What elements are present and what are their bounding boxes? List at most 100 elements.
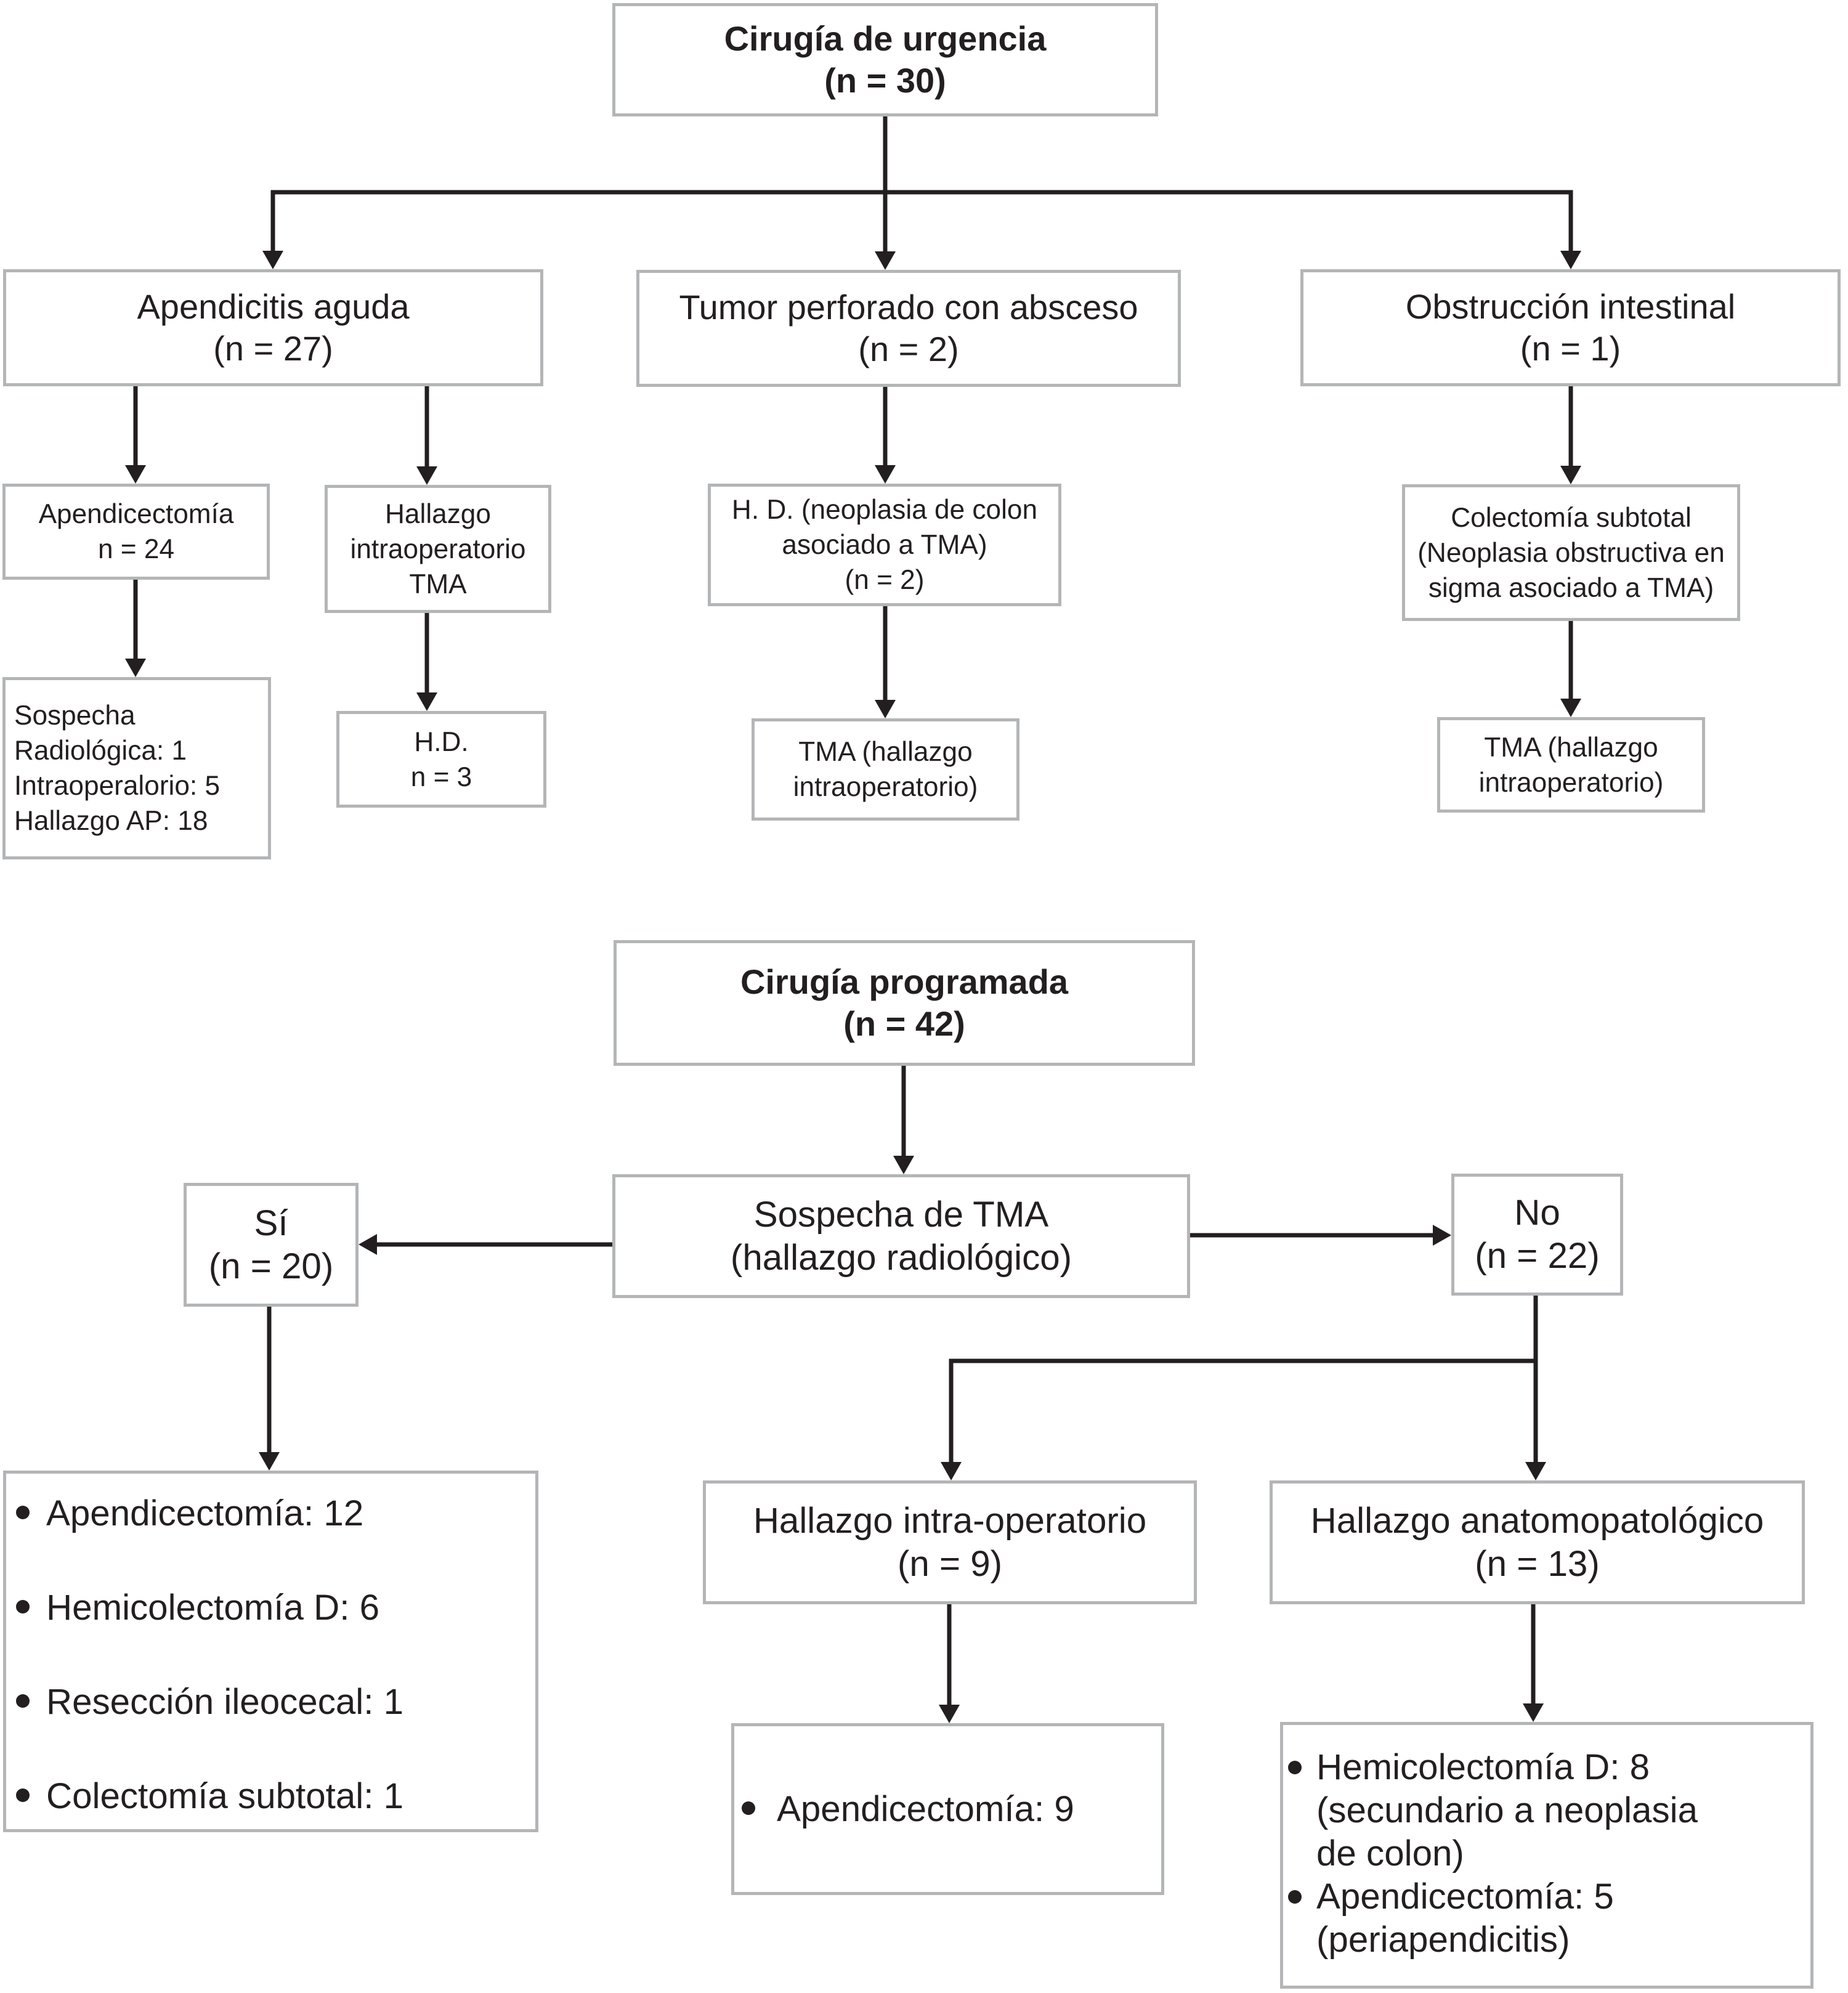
list-item-label: Apendicectomía: 5 xyxy=(1316,1877,1614,1917)
node-line: H.D. xyxy=(414,726,469,757)
node-line: H. D. (neoplasia de colon xyxy=(731,495,1038,525)
node-line: Cirugía programada xyxy=(740,962,1069,1001)
list-item-label: Hemicolectomía D: 6 xyxy=(46,1588,380,1628)
arrowhead-intraop-detalle xyxy=(939,1705,960,1723)
arrowhead-si-detalle xyxy=(259,1452,280,1471)
bullet-icon xyxy=(16,1600,30,1613)
node-sospecha-de-tma: Sospecha de TMA (hallazgo radiológico) xyxy=(612,1174,1190,1298)
node-si: Sí (n = 20) xyxy=(184,1183,359,1307)
node-line: Intraoperalorio: 5 xyxy=(14,771,221,801)
node-line: intraoperatorio) xyxy=(793,772,978,802)
list-item-label: Apendicectomía: 12 xyxy=(46,1493,364,1533)
edge-urgencia-branches xyxy=(270,190,1573,253)
list-item: Apendicectomía: 9 xyxy=(742,1788,1161,1831)
node-sospecha-detalle: Sospecha Radiológica: 1 Intraoperalorio:… xyxy=(2,677,271,859)
bullet-icon xyxy=(16,1694,30,1708)
list-item-label: (secundario a neoplasia xyxy=(1316,1790,1698,1830)
node-anatomo-detalle-list: Hemicolectomía D: 8 (secundario a neopla… xyxy=(1280,1722,1814,1989)
arrowhead-tumor xyxy=(875,251,896,270)
node-line: intraoperatorio) xyxy=(1478,767,1664,798)
arrowhead-obstruccion xyxy=(1560,251,1581,269)
node-line: TMA (hallazgo xyxy=(798,737,973,767)
node-line: Hallazgo intra-operatorio xyxy=(753,1500,1147,1541)
node-obstruccion-intestinal: Obstrucción intestinal (n = 1) xyxy=(1300,269,1841,386)
bullet-icon xyxy=(16,1788,30,1802)
node-count: n = 3 xyxy=(410,761,472,792)
arrowhead-hallazgo-intraop xyxy=(941,1462,962,1480)
node-count: (n = 1) xyxy=(1520,329,1621,368)
node-count: (n = 20) xyxy=(208,1246,334,1286)
arrowhead-si xyxy=(359,1234,377,1255)
node-hd-3: H.D. n = 3 xyxy=(336,711,546,808)
node-count: n = 24 xyxy=(97,534,175,564)
node-line: Hallazgo AP: 18 xyxy=(14,806,208,836)
arrowhead-anatomo-detalle xyxy=(1523,1703,1544,1722)
bullet-icon xyxy=(742,1801,755,1815)
list-item: Resección ileocecal: 1 xyxy=(16,1681,529,1724)
arrowhead-apendicitis xyxy=(262,251,283,269)
node-count: (n = 22) xyxy=(1475,1236,1600,1276)
bullet-icon xyxy=(1288,1761,1302,1774)
node-line: (hallazgo radiológico) xyxy=(730,1237,1072,1278)
node-line: intraoperatorio xyxy=(350,534,526,564)
arrowhead-sospecha xyxy=(125,659,146,677)
arrowhead-tma-centro xyxy=(875,700,896,718)
node-count: (n = 2) xyxy=(858,330,959,368)
node-cirugia-programada: Cirugía programada (n = 42) xyxy=(614,940,1195,1066)
node-count: (n = 27) xyxy=(213,329,333,368)
node-line: Tumor perforado con absceso xyxy=(679,288,1138,327)
node-colectomia-subtotal: Colectomía subtotal (Neoplasia obstructi… xyxy=(1402,484,1740,621)
list-item-label: Apendicectomía: 9 xyxy=(777,1788,1074,1829)
node-line: TMA (hallazgo xyxy=(1484,732,1658,763)
node-count: (n = 30) xyxy=(824,61,946,100)
node-intraop-detalle-list: Apendicectomía: 9 xyxy=(731,1723,1164,1895)
arrowhead-sospechatma xyxy=(893,1156,914,1174)
node-apendicectomia-24: Apendicectomía n = 24 xyxy=(2,484,270,580)
node-line: asociado a TMA) xyxy=(782,530,987,560)
arrowhead-hallazgotma xyxy=(416,466,437,485)
bullet-icon xyxy=(16,1506,30,1519)
node-line: Hallazgo xyxy=(385,498,491,529)
node-hd-neoplasia: H. D. (neoplasia de colon asociado a TMA… xyxy=(708,484,1061,606)
list-item: Apendicectomía: 12 xyxy=(16,1492,529,1535)
node-line: sigma asociado a TMA) xyxy=(1428,572,1714,603)
arrowhead-tma-derecha xyxy=(1560,699,1581,717)
node-count: (n = 2) xyxy=(845,565,925,595)
node-line: Hallazgo anatomopatológico xyxy=(1310,1500,1764,1541)
arrowhead-apendicectomia xyxy=(125,465,146,484)
node-line: TMA xyxy=(409,569,467,599)
list-item-label: (periapendicitis) xyxy=(1316,1920,1570,1960)
list-item-label: Resección ileocecal: 1 xyxy=(46,1682,404,1722)
bullet-icon xyxy=(1288,1890,1302,1904)
node-tma-hallazgo-derecha: TMA (hallazgo intraoperatorio) xyxy=(1437,717,1705,813)
node-hallazgo-intraoperatorio-tma: Hallazgo intraoperatorio TMA xyxy=(325,485,551,613)
list-item: Apendicectomía: 5 (periapendicitis) xyxy=(1288,1875,1807,1962)
list-item: Hemicolectomía D: 6 xyxy=(16,1586,529,1630)
arrowhead-hallazgo-anatomo xyxy=(1525,1462,1546,1480)
node-line: Obstrucción intestinal xyxy=(1405,287,1736,326)
node-tumor-perforado: Tumor perforado con absceso (n = 2) xyxy=(636,270,1181,387)
list-item: Hemicolectomía D: 8 (secundario a neopla… xyxy=(1288,1746,1807,1875)
arrowhead-colectomia xyxy=(1560,466,1581,484)
list-item-label: Hemicolectomía D: 8 xyxy=(1316,1747,1650,1787)
node-line: Radiológica: 1 xyxy=(14,736,187,766)
node-line: Sí xyxy=(254,1203,288,1243)
arrowhead-hd xyxy=(416,692,437,711)
edge-no-branches xyxy=(949,1296,1538,1463)
node-no: No (n = 22) xyxy=(1451,1174,1623,1296)
list-item-label: de colon) xyxy=(1316,1833,1464,1873)
node-cirugia-urgencia: Cirugía de urgencia (n = 30) xyxy=(612,3,1158,116)
node-line: Apendicitis aguda xyxy=(137,287,410,326)
node-line: Sospecha xyxy=(14,700,136,731)
list-item: Colectomía subtotal: 1 xyxy=(16,1775,529,1818)
arrowhead-no xyxy=(1433,1225,1451,1246)
node-apendicitis-aguda: Apendicitis aguda (n = 27) xyxy=(3,269,543,386)
node-line: Colectomía subtotal xyxy=(1451,502,1692,533)
list-item-label: Colectomía subtotal: 1 xyxy=(46,1776,404,1816)
arrowhead-hdneoplasia xyxy=(875,465,896,484)
node-hallazgo-intraoperatorio: Hallazgo intra-operatorio (n = 9) xyxy=(703,1480,1197,1604)
node-line: (Neoplasia obstructiva en xyxy=(1417,537,1725,568)
node-line: Sospecha de TMA xyxy=(753,1194,1049,1235)
